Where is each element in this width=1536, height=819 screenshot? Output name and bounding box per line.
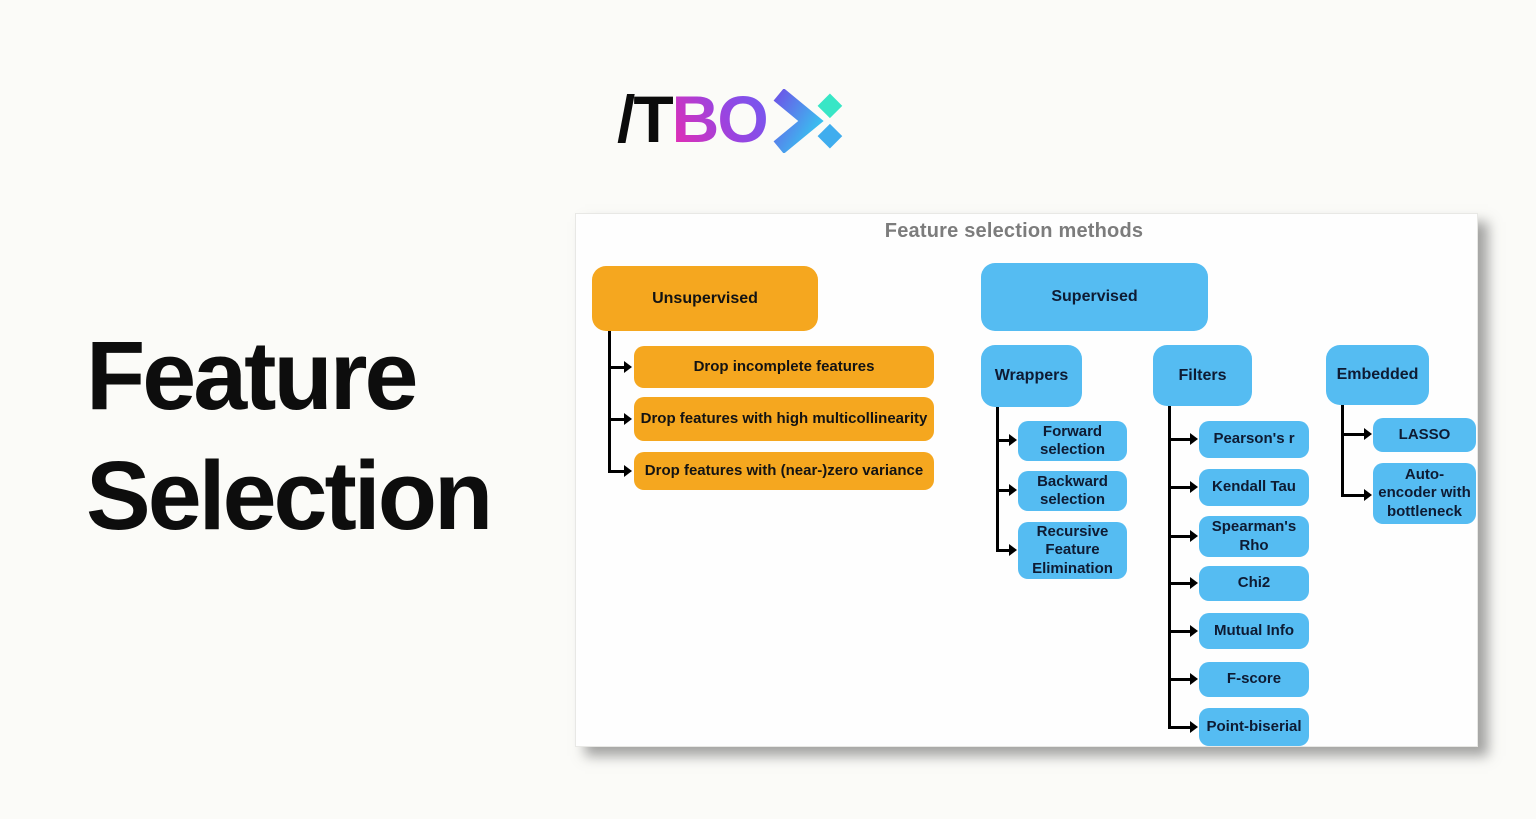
node-drop-near-zero-variance: Drop features with (near-)zero variance bbox=[634, 452, 934, 490]
tree-arrow-icon bbox=[1168, 722, 1198, 732]
node-autoencoder-bottleneck: Auto-encoder with bottleneck bbox=[1373, 463, 1476, 524]
node-forward-selection: Forward selection bbox=[1018, 421, 1127, 461]
node-f-score: F-score bbox=[1199, 662, 1309, 697]
node-pearsons-r: Pearson's r bbox=[1199, 421, 1309, 458]
tree-connector-line bbox=[608, 331, 611, 473]
node-recursive-feature-elimination: Recursive Feature Elimination bbox=[1018, 522, 1127, 579]
tree-connector-line bbox=[1168, 406, 1171, 728]
tree-arrow-icon bbox=[608, 362, 632, 372]
logo-text-it: /T bbox=[617, 82, 674, 156]
node-drop-incomplete-features: Drop incomplete features bbox=[634, 346, 934, 388]
tree-arrow-icon bbox=[1341, 490, 1372, 500]
node-mutual-info: Mutual Info bbox=[1199, 613, 1309, 649]
logo-x-icon bbox=[773, 89, 842, 153]
tree-arrow-icon bbox=[1168, 531, 1198, 541]
tree-arrow-icon bbox=[996, 485, 1017, 495]
page-title: Feature Selection bbox=[86, 316, 493, 556]
node-supervised: Supervised bbox=[981, 263, 1208, 331]
node-wrappers: Wrappers bbox=[981, 345, 1082, 407]
tree-arrow-icon bbox=[608, 414, 632, 424]
tree-connector-line bbox=[1341, 405, 1344, 497]
tree-arrow-icon bbox=[1168, 626, 1198, 636]
node-chi2: Chi2 bbox=[1199, 566, 1309, 601]
node-drop-high-multicollinearity: Drop features with high multicollinearit… bbox=[634, 397, 934, 441]
node-lasso: LASSO bbox=[1373, 418, 1476, 452]
logo-text-bo: BO bbox=[671, 82, 769, 156]
tree-arrow-icon bbox=[1341, 429, 1372, 439]
page-title-line2: Selection bbox=[86, 441, 493, 550]
tree-arrow-icon bbox=[1168, 674, 1198, 684]
tree-arrow-icon bbox=[1168, 578, 1198, 588]
node-embedded: Embedded bbox=[1326, 345, 1429, 405]
node-filters: Filters bbox=[1153, 345, 1252, 406]
diagram-title: Feature selection methods bbox=[884, 220, 1144, 242]
node-kendall-tau: Kendall Tau bbox=[1199, 469, 1309, 506]
node-spearmans-rho: Spearman's Rho bbox=[1199, 516, 1309, 557]
tree-arrow-icon bbox=[996, 435, 1017, 445]
page-title-line1: Feature bbox=[86, 321, 418, 430]
itbox-logo: /T BO bbox=[617, 80, 847, 158]
diagram-panel: Feature selection methods Unsupervised D… bbox=[575, 213, 1478, 747]
node-point-biserial: Point-biserial bbox=[1199, 708, 1309, 746]
tree-arrow-icon bbox=[1168, 482, 1198, 492]
node-unsupervised: Unsupervised bbox=[592, 266, 818, 331]
tree-arrow-icon bbox=[608, 466, 632, 476]
tree-arrow-icon bbox=[996, 545, 1017, 555]
tree-connector-line bbox=[996, 407, 999, 552]
tree-arrow-icon bbox=[1168, 434, 1198, 444]
node-backward-selection: Backward selection bbox=[1018, 471, 1127, 511]
